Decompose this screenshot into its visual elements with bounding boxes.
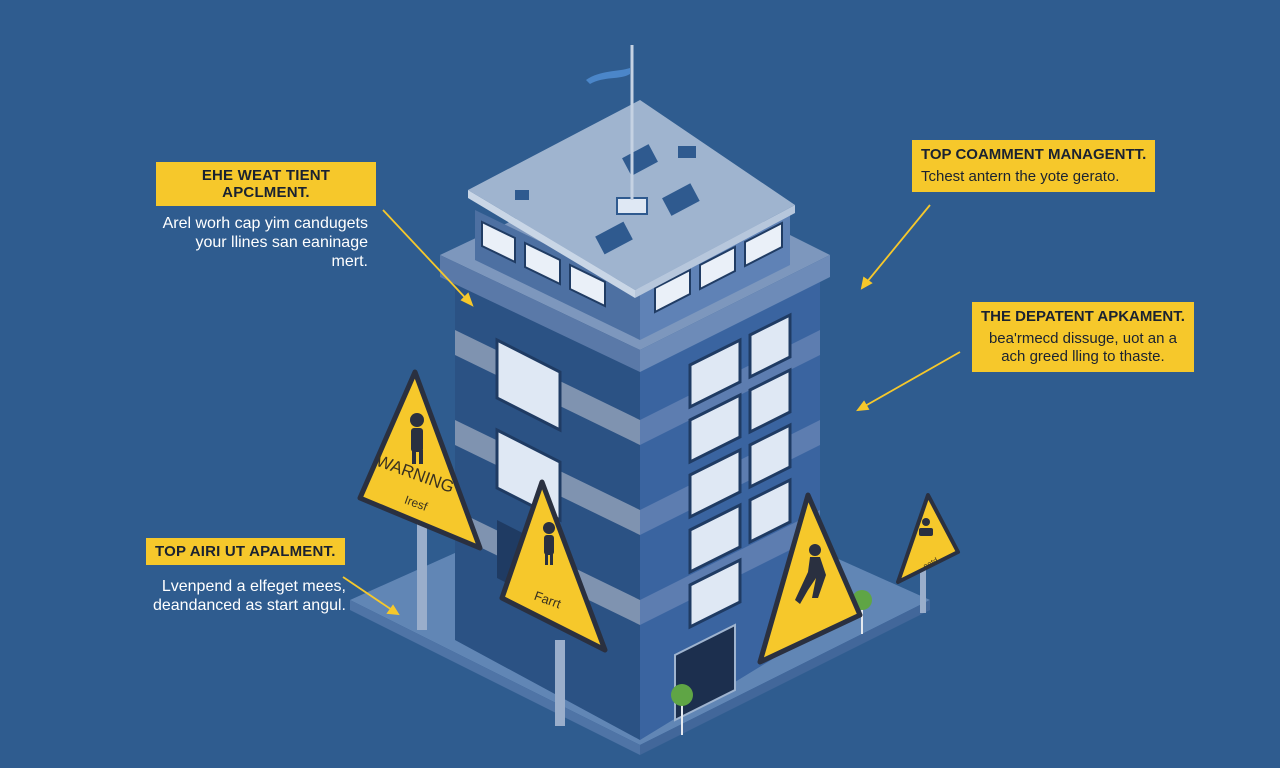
trees: [671, 590, 872, 735]
callout-line: deandanced as start angul.: [152, 597, 346, 614]
callout-top-left: EHE WEAT TIENT APCLMENT. Arel worh cap y…: [156, 162, 376, 271]
callout-line: Lvenpend a elfeget mees,: [161, 578, 346, 595]
warning-sign-icon: WARNING Iresf: [357, 369, 483, 630]
callout-title: THE DEPATENT APKAMENT.: [981, 308, 1185, 325]
callout-top-right: TOP COAMMENT MANAGENTT. Tchest antern th…: [912, 140, 1156, 192]
callout-bottom-left: TOP AIRI UT APALMENT. Lvenpend a elfeget…: [146, 538, 346, 615]
callout-title: TOP COAMMENT MANAGENTT.: [921, 146, 1147, 163]
warning-sign-icon: Farrt: [499, 479, 608, 726]
pedestrian-icon: [919, 518, 933, 536]
callout-description: Lvenpend a elfeget mees, deandanced as s…: [146, 577, 346, 615]
leader-lines: [342, 204, 961, 616]
callout-line: your llines san eaninage mert.: [195, 234, 368, 270]
callout-title: TOP AIRI UT APALMENT.: [146, 538, 345, 565]
callout-title: EHE WEAT TIENT APCLMENT.: [156, 162, 376, 206]
pedestrian-icon: [410, 413, 424, 464]
callout-line: Arel worh cap yim candugets: [162, 215, 368, 232]
callout-line: bea'rmecd dissuge, uot an a: [988, 330, 1177, 347]
callout-line: Tchest antern the yote gerato.: [921, 168, 1120, 185]
callout-description: Arel worh cap yim candugets your llines …: [156, 214, 376, 271]
warning-sign-icon: [757, 492, 863, 665]
callout-line: ach greed lling to thaste.: [1001, 348, 1165, 365]
callout-mid-right: THE DEPATENT APKAMENT. bea'rmecd dissuge…: [972, 302, 1194, 372]
pedestrian-icon: [543, 522, 555, 565]
flag-icon: [586, 68, 630, 84]
pedestrian-icon: [795, 544, 826, 604]
